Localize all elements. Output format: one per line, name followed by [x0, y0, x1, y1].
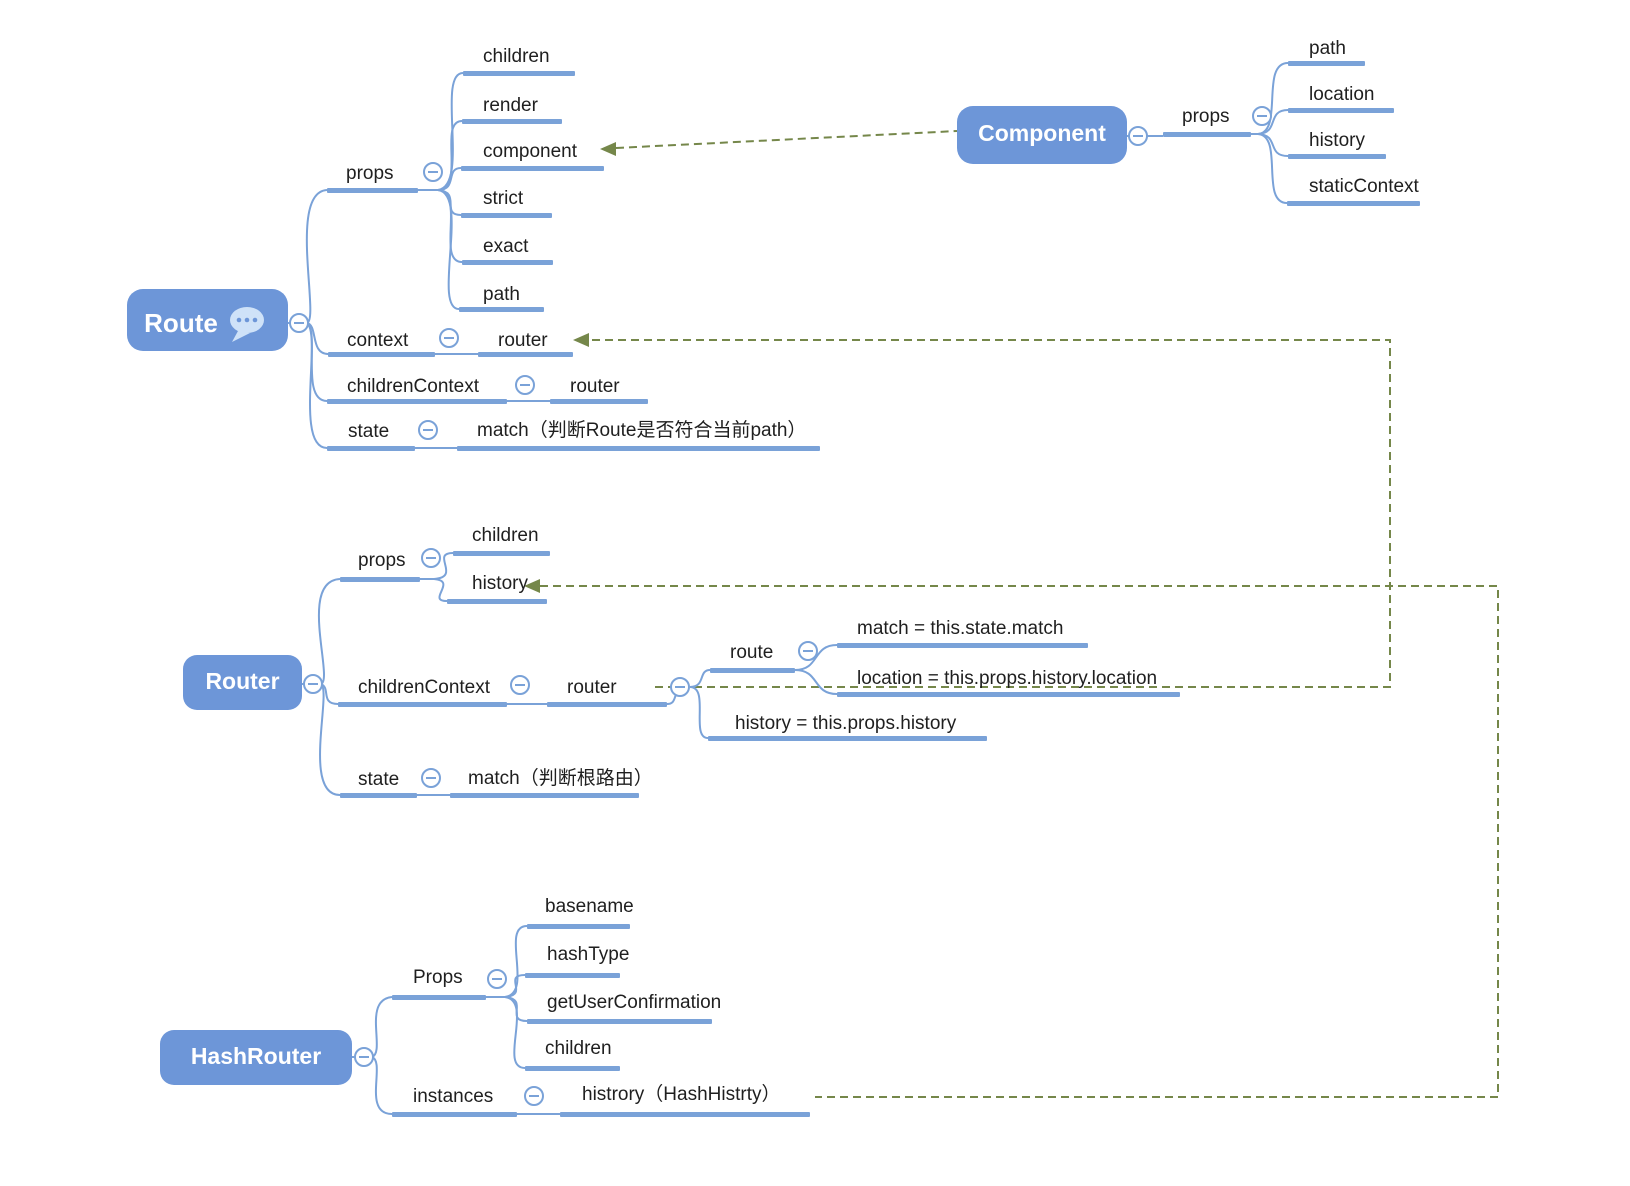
dashed-link-arrowheads — [524, 142, 616, 593]
route-props-child-path[interactable]: path — [483, 284, 520, 305]
route-props-child-render[interactable]: render — [483, 95, 538, 116]
router-state-label[interactable]: state — [358, 769, 400, 790]
router-node-label[interactable]: Router — [205, 668, 280, 694]
collapse-toggle-hashrouter-instances[interactable] — [524, 1086, 544, 1106]
route-node-box[interactable] — [127, 289, 288, 351]
collapse-toggle-component[interactable] — [1128, 126, 1148, 146]
collapse-toggle-hashrouter-props[interactable] — [487, 969, 507, 989]
arrowhead-router-history — [524, 579, 540, 593]
collapse-toggle-route-childrencontext[interactable] — [515, 375, 535, 395]
collapse-toggle-router-state[interactable] — [421, 768, 441, 788]
collapse-toggle-route-context[interactable] — [439, 328, 459, 348]
route-childrencontext-child-router[interactable]: router — [570, 376, 620, 397]
router-history-assignment[interactable]: history = this.props.history — [735, 713, 957, 734]
router-state-child-match[interactable]: match（判断根路由） — [468, 768, 653, 789]
collapse-toggle-router-childrencontext[interactable] — [510, 675, 530, 695]
route-props-label[interactable]: props — [346, 163, 394, 184]
component-props-child-history[interactable]: history — [1309, 130, 1365, 151]
component-props-child-staticcontext[interactable]: staticContext — [1309, 176, 1419, 197]
hashrouter-node-label[interactable]: HashRouter — [190, 1043, 322, 1069]
link-component-to-route-component — [615, 130, 958, 149]
route-context-child-router[interactable]: router — [498, 330, 548, 351]
router-route-child-location[interactable]: location = this.props.history.location — [857, 668, 1158, 689]
hashrouter-props-child-getuserconfirmation[interactable]: getUserConfirmation — [547, 992, 722, 1013]
hashrouter-node-box[interactable] — [160, 1030, 352, 1085]
collapse-toggle-route-props[interactable] — [423, 162, 443, 182]
collapse-toggles — [289, 106, 1272, 1106]
router-childrencontext-label[interactable]: childrenContext — [358, 677, 491, 698]
route-props-child-exact[interactable]: exact — [483, 236, 529, 257]
link-router-to-route-context — [589, 339, 1391, 688]
route-context-label[interactable]: context — [347, 330, 409, 351]
topic-underlines — [327, 61, 1420, 1117]
comment-bubble-icon[interactable] — [230, 307, 264, 342]
dashed-links — [540, 130, 1499, 1098]
arrowhead-route-context-router — [573, 333, 589, 347]
hashrouter-props-label[interactable]: Props — [413, 967, 463, 988]
arrowhead-route-component — [600, 142, 616, 156]
collapse-toggle-router-route[interactable] — [798, 641, 818, 661]
collapse-toggle-route-state[interactable] — [418, 420, 438, 440]
collapse-toggle-router-props[interactable] — [421, 548, 441, 568]
router-route-child-match[interactable]: match = this.state.match — [857, 618, 1064, 639]
branch-curves — [288, 62, 1289, 1115]
collapse-toggle-hashrouter[interactable] — [354, 1047, 374, 1067]
collapse-toggle-component-props[interactable] — [1252, 106, 1272, 126]
component-node-box[interactable] — [957, 106, 1127, 164]
router-props-child-children[interactable]: children — [472, 525, 539, 546]
collapse-toggle-router-cc-router[interactable] — [670, 677, 690, 697]
router-node-box[interactable] — [183, 655, 302, 710]
route-props-child-strict[interactable]: strict — [483, 188, 524, 209]
component-props-child-location[interactable]: location — [1309, 84, 1375, 105]
router-props-child-history[interactable]: history — [472, 573, 528, 594]
node-boxes — [127, 106, 1127, 1085]
component-props-child-path[interactable]: path — [1309, 38, 1346, 59]
router-cc-router-label[interactable]: router — [567, 677, 617, 698]
collapse-toggle-router[interactable] — [303, 674, 323, 694]
route-state-child-match[interactable]: match（判断Route是否符合当前path） — [477, 420, 807, 441]
link-hashhistory-to-router-history — [540, 585, 1499, 1098]
route-node-label[interactable]: Route — [144, 308, 218, 338]
hashrouter-props-child-basename[interactable]: basename — [545, 896, 634, 917]
hashrouter-instances-child-history[interactable]: histrory（HashHistrty） — [582, 1084, 781, 1105]
hashrouter-props-child-hashtype[interactable]: hashType — [547, 944, 630, 965]
route-state-label[interactable]: state — [348, 421, 390, 442]
hashrouter-instances-label[interactable]: instances — [413, 1086, 494, 1107]
route-props-child-children[interactable]: children — [483, 46, 550, 67]
collapse-toggle-route[interactable] — [289, 313, 309, 333]
component-node-label[interactable]: Component — [978, 120, 1106, 146]
router-route-label[interactable]: route — [730, 642, 774, 663]
component-props-label[interactable]: props — [1182, 106, 1230, 127]
route-props-child-component[interactable]: component — [483, 141, 578, 162]
route-childrencontext-label[interactable]: childrenContext — [347, 376, 480, 397]
router-props-label[interactable]: props — [358, 550, 406, 571]
hashrouter-props-child-children[interactable]: children — [545, 1038, 612, 1059]
